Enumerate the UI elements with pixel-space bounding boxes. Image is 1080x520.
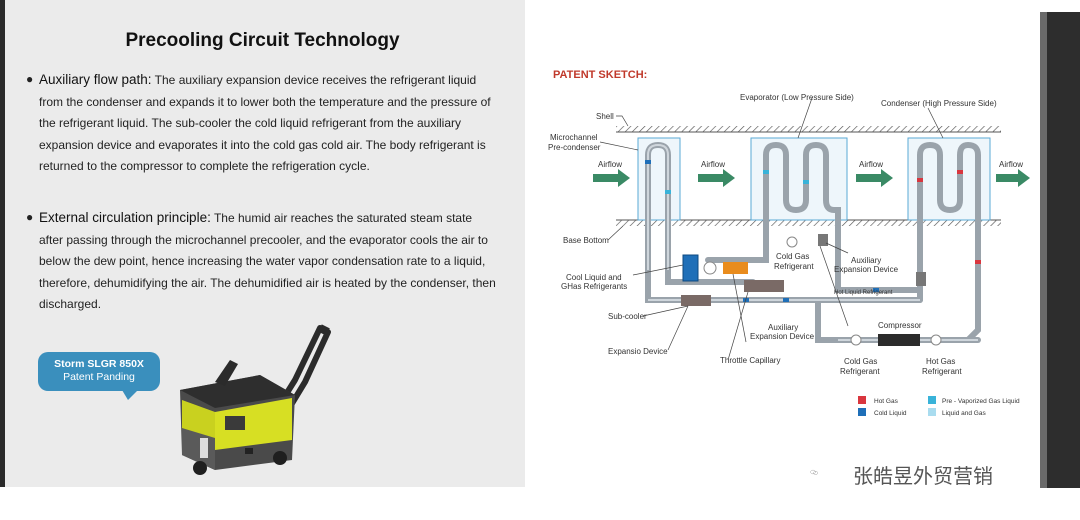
microchannel-label-1: Microchannel — [550, 133, 598, 142]
aux-exp-label-2: Expansion Device — [834, 265, 899, 274]
hot-gas-bottom-label-2: Refrigerant — [922, 367, 962, 376]
legend-swatch-cold-liquid — [858, 408, 866, 416]
patent-sketch-diagram: PATENT SKETCH: — [548, 69, 1030, 417]
hot-liquid-label: Hot Liquid Refrigerant — [834, 290, 893, 296]
legend-label-pre-vaporized: Pre - Vaporized Gas Liquid — [942, 398, 1020, 405]
bullet-heading: External circulation principle: — [39, 210, 211, 225]
bullet-heading: Auxiliary flow path: — [39, 72, 152, 87]
legend-label-liquid-gas: Liquid and Gas — [942, 410, 986, 417]
shell-top — [616, 126, 1001, 132]
legend-swatch-pre-vaporized — [928, 396, 936, 404]
condenser-label: Condenser (High Pressure Side) — [881, 99, 997, 108]
wechat-logo-icon — [810, 469, 818, 475]
model-name: Storm SLGR 850X — [54, 358, 144, 370]
cool-liquid-label-1: Cool Liquid and — [566, 273, 622, 282]
compressor — [878, 334, 920, 346]
sub-cooler-label: Sub-cooler — [608, 312, 647, 321]
sub-cooler — [682, 254, 699, 282]
model-badge: Storm SLGR 850X Patent Panding — [38, 352, 160, 400]
evaporator-label: Evaporator (Low Pressure Side) — [740, 93, 854, 102]
airflow-label-3: Airflow — [859, 160, 883, 169]
edge-shade — [1040, 12, 1047, 488]
bullet-auxiliary-flow: ● Auxiliary flow path: The auxiliary exp… — [26, 69, 496, 178]
throttle-capillary — [744, 280, 784, 292]
watermark-text: 张皓昱外贸营销 — [853, 464, 993, 488]
airflow-arrows — [593, 169, 1030, 187]
cold-gas-bottom-label-1: Cold Gas — [844, 357, 877, 366]
cold-gas-ref-label-2: Refrigerant — [774, 262, 814, 271]
legend-swatch-liquid-gas — [928, 408, 936, 416]
aux-expansion-orange — [723, 262, 748, 274]
valve-1 — [818, 234, 828, 246]
cold-gas-ref-label-1: Cold Gas — [776, 252, 809, 261]
airflow-label-1: Airflow — [598, 160, 622, 169]
patent-status: Patent Panding — [63, 371, 135, 383]
legend-label-hot-gas: Hot Gas — [874, 398, 899, 405]
hot-gas-bottom-label-1: Hot Gas — [926, 357, 955, 366]
base-bottom-label: Base Bottom — [563, 236, 609, 245]
sensor-icon — [786, 236, 798, 248]
airflow-label-2: Airflow — [701, 160, 725, 169]
legend: Hot Gas Cold Liquid Pre - Vaporized Gas … — [858, 396, 1020, 417]
bullet-external-circulation: ● External circulation principle: The hu… — [26, 207, 496, 316]
bullet-text: The auxiliary expansion device receives … — [39, 73, 491, 173]
aux-exp-label-1: Auxiliary — [851, 256, 881, 265]
bullet-dot-icon: ● — [26, 210, 34, 224]
compressor-label: Compressor — [878, 321, 922, 330]
precondenser-box — [637, 137, 681, 221]
bullet-text: The humid air reaches the saturated stea… — [39, 211, 496, 311]
hot-gas-icon — [930, 334, 942, 346]
expansion-device — [681, 295, 711, 306]
shell-label: Shell — [596, 112, 614, 121]
aux-exp-low-label-1: Auxiliary — [768, 323, 798, 332]
cold-gas-fan-icon — [703, 261, 717, 275]
dehumidifier-product-image — [180, 324, 331, 475]
base-bottom — [616, 220, 1001, 226]
description-panel: Precooling Circuit Technology ● Auxiliar… — [0, 0, 525, 487]
expansio-label: Expansio Device — [608, 347, 668, 356]
throttle-label: Throttle Capillary — [720, 356, 780, 365]
microchannel-label-2: Pre-condenser — [548, 143, 601, 152]
valve-2 — [916, 272, 926, 286]
diagram-title: PATENT SKETCH: — [553, 69, 647, 81]
legend-swatch-hot-gas — [858, 396, 866, 404]
leader-lines — [599, 97, 944, 361]
bullet-dot-icon: ● — [26, 72, 34, 86]
cool-liquid-label-2: GHas Refrigerants — [561, 282, 627, 291]
page-title: Precooling Circuit Technology — [125, 30, 400, 51]
aux-exp-low-label-2: Expansion Device — [750, 332, 815, 341]
cold-gas-icon — [850, 334, 862, 346]
cold-gas-bottom-label-2: Refrigerant — [840, 367, 880, 376]
legend-label-cold-liquid: Cold Liquid — [874, 410, 907, 417]
top-strip — [0, 0, 1080, 10]
edge-dark-strip — [1047, 12, 1080, 488]
airflow-label-4: Airflow — [999, 160, 1023, 169]
